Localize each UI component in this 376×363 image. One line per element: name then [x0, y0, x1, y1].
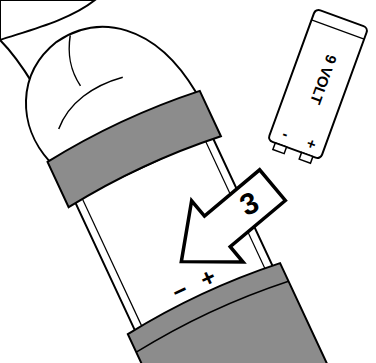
glass-edge	[81, 196, 144, 332]
arrow-shape	[156, 155, 299, 293]
step-arrow	[156, 155, 299, 293]
battery-edge	[312, 20, 365, 39]
finger-line	[50, 76, 132, 130]
battery-terminal	[299, 153, 313, 164]
knuckle-line	[59, 35, 92, 86]
upper-band	[45, 86, 221, 207]
lower-body	[126, 259, 359, 363]
battery-terminal	[273, 143, 287, 154]
battery-body	[268, 9, 369, 160]
battery	[265, 9, 368, 166]
